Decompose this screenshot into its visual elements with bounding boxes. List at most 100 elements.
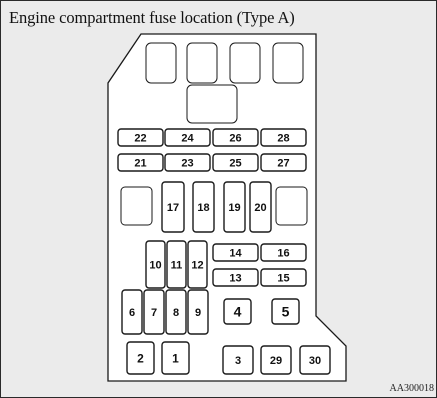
fuse-slot [126,341,155,375]
fuse-slot [187,289,209,335]
fuse-18: 18 [192,181,215,233]
fuse-number-label: 11 [171,259,183,271]
fuse-17: 17 [161,181,185,233]
fuse-9: 9 [187,289,209,335]
fuse-11: 11 [166,240,187,289]
fuse-number-label: 6 [129,307,135,319]
relay-slot-4 [272,42,304,84]
fuse-number-label: 24 [181,132,194,144]
fuse-14: 14 [212,243,259,262]
fuse-slot [212,243,259,262]
fuse-slot [187,240,208,289]
fuse-slot [223,181,246,233]
fuse-26: 26 [212,128,259,147]
fuse-number-label: 29 [270,355,282,367]
fuse-slot [192,181,215,233]
fuse-number-label: 5 [282,304,290,320]
fuse-slot [260,128,307,147]
fuse-number-label: 20 [254,202,266,214]
fuse-slot [165,289,187,335]
fuse-24: 24 [164,128,211,147]
relay-slot-3 [229,42,261,84]
fuse-23: 23 [164,153,211,172]
fuse-slot [260,243,307,262]
fuse-number-label: 21 [134,157,146,169]
fuse-slot [164,128,211,147]
fuse-28: 28 [260,128,307,147]
fuse-27: 27 [260,153,307,172]
fuse-22: 22 [117,128,164,147]
relay-slot-right [275,186,308,226]
relay-slot-5 [186,84,238,124]
fuse-number-label: 2 [137,351,144,365]
fuse-slot [166,240,187,289]
fuse-slot [161,341,190,375]
fuse-slot [117,153,164,172]
fuse-number-label: 18 [197,202,209,214]
fuse-number-label: 3 [235,355,241,367]
fuse-number-label: 10 [149,259,161,271]
fuse-slot [212,268,259,287]
fuse-5: 5 [271,298,300,325]
fuse-number-label: 4 [234,304,242,320]
fuse-7: 7 [143,289,165,335]
fuse-number-label: 26 [229,132,241,144]
fuse-number-label: 13 [229,272,241,284]
fuse-1: 1 [161,341,190,375]
fuse-number-label: 25 [229,157,241,169]
fuse-number-label: 17 [167,202,179,214]
fuse-3: 3 [222,345,254,375]
fuse-20: 20 [249,181,272,233]
fuse-12: 12 [187,240,208,289]
fuse-10: 10 [145,240,166,289]
fuse-slot [143,289,165,335]
fuse-slot [145,240,166,289]
fuse-number-label: 7 [151,307,157,319]
fuse-slot [121,289,143,335]
fuse-2: 2 [126,341,155,375]
fuse-slot [164,153,211,172]
relay-slot-2 [186,42,218,84]
fuse-slot [260,268,307,287]
relay-slot-left [120,186,153,226]
fuse-25: 25 [212,153,259,172]
fuse-number-label: 22 [134,132,146,144]
fuse-slot [271,298,300,325]
fuse-number-label: 30 [309,355,321,367]
fuse-29: 29 [260,345,292,375]
diagram-title: Engine compartment fuse location (Type A… [9,8,295,27]
fuse-slot [299,345,331,375]
fuse-number-label: 15 [277,272,289,284]
fuse-slot [223,298,252,325]
fuse-4: 4 [223,298,252,325]
fuse-number-label: 14 [229,247,242,259]
fuse-30: 30 [299,345,331,375]
fuse-number-label: 16 [277,247,289,259]
fuse-number-label: 1 [172,351,179,365]
fuse-13: 13 [212,268,259,287]
fuse-slot [222,345,254,375]
fuse-number-label: 8 [173,307,179,319]
fuse-slot [260,153,307,172]
fuse-19: 19 [223,181,246,233]
fuse-number-label: 19 [228,202,240,214]
fuse-slot [260,345,292,375]
fuse-number-label: 28 [277,132,289,144]
figure-code: AA300018 [389,383,434,394]
fuse-slot [212,128,259,147]
fuse-16: 16 [260,243,307,262]
fuse-slot [249,181,272,233]
fuse-21: 21 [117,153,164,172]
fuse-15: 15 [260,268,307,287]
fuse-number-label: 23 [181,157,193,169]
fuse-slot [161,181,185,233]
relay-slot-1 [145,42,177,84]
fuse-slot [117,128,164,147]
fuse-number-label: 12 [191,259,203,271]
fuse-number-label: 27 [277,157,289,169]
fuse-slot [212,153,259,172]
fuse-8: 8 [165,289,187,335]
fuse-6: 6 [121,289,143,335]
